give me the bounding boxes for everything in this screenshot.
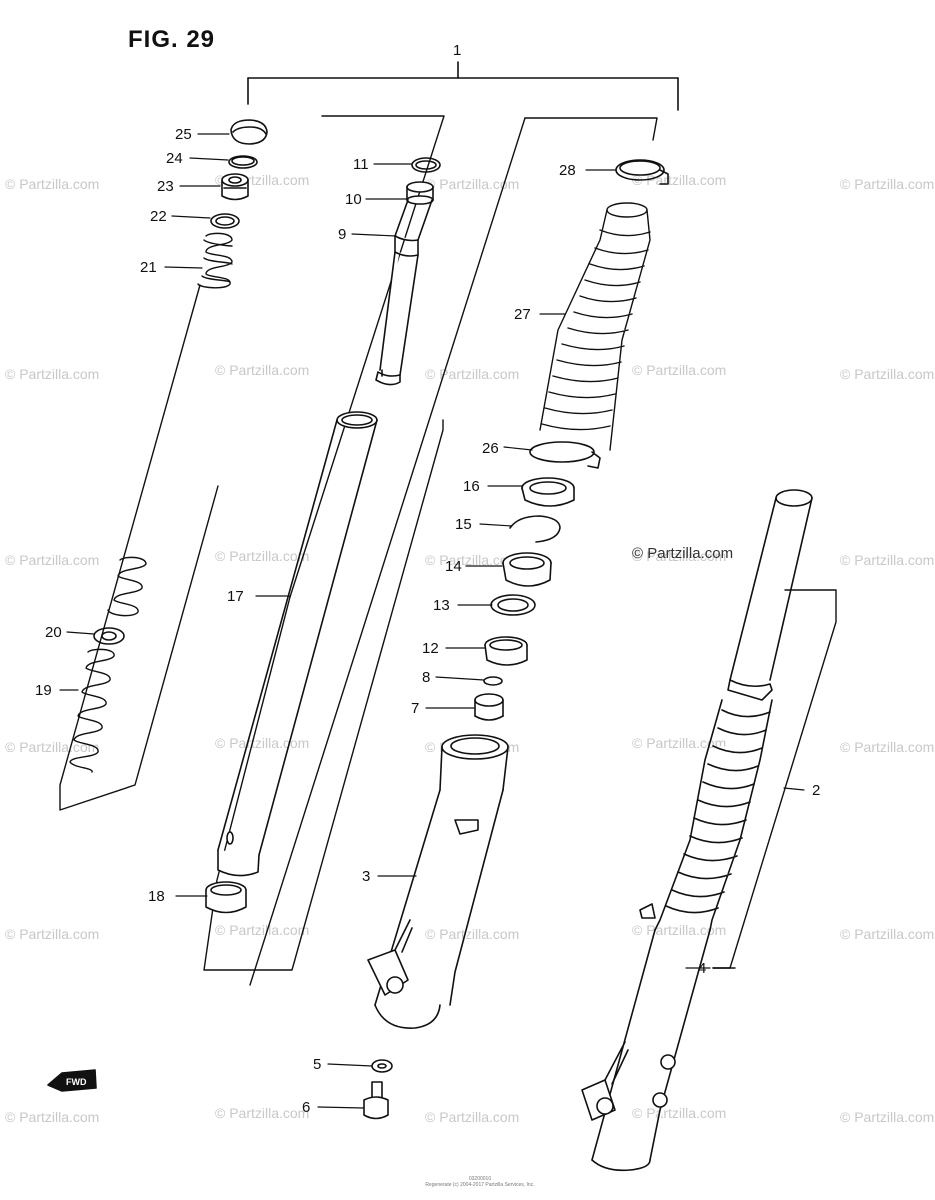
- callout-28: 28: [559, 162, 576, 179]
- footer-line-1: 03200010: [468, 1176, 492, 1182]
- callout-1: 1: [453, 42, 461, 59]
- part-bushing-18: [205, 881, 247, 914]
- watermark: © Partzilla.com: [5, 366, 100, 382]
- watermark: © Partzilla.com: [5, 176, 100, 192]
- callout-5: 5: [313, 1056, 321, 1073]
- callout-24: 24: [166, 150, 183, 167]
- callout-26: 26: [482, 440, 499, 457]
- watermark: © Partzilla.com: [840, 739, 935, 755]
- watermark: © Partzilla.com: [5, 552, 100, 568]
- callout-16: 16: [463, 478, 480, 495]
- part-oil-lock-7: [474, 693, 504, 721]
- watermark: © Partzilla.com: [632, 1105, 727, 1121]
- watermark: © Partzilla.com: [215, 735, 310, 751]
- part-spring-19: [69, 648, 115, 773]
- watermark: © Partzilla.com: [840, 926, 935, 942]
- watermark: © Partzilla.com: [632, 922, 727, 938]
- part-bolt-6: [363, 1081, 389, 1120]
- watermark: © Partzilla.com: [840, 1109, 935, 1125]
- callout-15: 15: [455, 516, 472, 533]
- callout-4: 4: [698, 960, 706, 977]
- watermark-featured: © Partzilla.com: [632, 545, 734, 562]
- callout-6: 6: [302, 1099, 310, 1116]
- part-washer-22: [210, 213, 240, 229]
- part-spring-upper-segment: [107, 556, 147, 617]
- part-fork-assembly-2: [581, 489, 813, 1172]
- watermark: © Partzilla.com: [840, 552, 935, 568]
- watermark: © Partzilla.com: [215, 1105, 310, 1121]
- part-washer-20: [93, 627, 125, 645]
- callout-11: 11: [353, 156, 369, 173]
- watermark: © Partzilla.com: [425, 1109, 520, 1125]
- callout-8: 8: [422, 669, 430, 686]
- callout-19: 19: [35, 682, 52, 699]
- figure-title: FIG. 29: [128, 26, 216, 53]
- part-washer-13: [490, 594, 536, 616]
- callout-2: 2: [812, 782, 820, 799]
- part-clamp-28: [615, 159, 669, 185]
- part-spacer-23: [221, 173, 249, 201]
- callout-labels: 1 2 3 4 5 6 7 8 9 10 11 12 13 14 15 16 1…: [35, 42, 820, 1116]
- leader-lines: [59, 133, 805, 1109]
- part-washer-5: [371, 1059, 393, 1073]
- callout-7: 7: [411, 700, 419, 717]
- watermark: © Partzilla.com: [5, 926, 100, 942]
- assembly-bracket-1: [247, 61, 679, 111]
- callout-18: 18: [148, 888, 165, 905]
- part-ring-11: [411, 157, 441, 173]
- callout-13: 13: [433, 597, 450, 614]
- callout-21: 21: [140, 259, 157, 276]
- watermark: © Partzilla.com: [215, 362, 310, 378]
- watermark: © Partzilla.com: [632, 548, 727, 564]
- callout-22: 22: [150, 208, 167, 225]
- watermark: © Partzilla.com: [425, 366, 520, 382]
- part-ring-24: [228, 155, 258, 169]
- watermark: © Partzilla.com: [425, 176, 520, 192]
- part-outer-tube-3: [367, 734, 509, 1029]
- callout-20: 20: [45, 624, 62, 641]
- footer-line-2: Regenerate (c) 2004-2017 Partzilla Servi…: [425, 1182, 535, 1188]
- part-spring-21: [197, 232, 233, 289]
- watermark: © Partzilla.com: [215, 922, 310, 938]
- part-seal-16: [521, 477, 575, 507]
- part-ring-8: [483, 676, 503, 686]
- fwd-direction-badge: FWD: [47, 1069, 97, 1092]
- watermark: © Partzilla.com: [5, 1109, 100, 1125]
- watermark: © Partzilla.com: [215, 548, 310, 564]
- callout-17: 17: [227, 588, 244, 605]
- callout-25: 25: [175, 126, 192, 143]
- part-cap-25: [230, 119, 268, 145]
- part-clamp-26: [529, 441, 601, 469]
- watermark: © Partzilla.com: [632, 172, 727, 188]
- watermark: © Partzilla.com: [632, 362, 727, 378]
- watermark: © Partzilla.com: [5, 739, 100, 755]
- callout-12: 12: [422, 640, 439, 657]
- group-frames: [59, 115, 837, 986]
- callout-23: 23: [157, 178, 174, 195]
- watermark: © Partzilla.com: [425, 552, 520, 568]
- callout-27: 27: [514, 306, 531, 323]
- callout-10: 10: [345, 191, 362, 208]
- part-fork-tube-17: [217, 411, 378, 877]
- watermark: © Partzilla.com: [840, 176, 935, 192]
- part-bushing-12: [484, 636, 528, 666]
- part-seal-14: [502, 552, 552, 587]
- part-damper-rod-9-10: [375, 181, 434, 386]
- watermark: © Partzilla.com: [425, 926, 520, 942]
- part-clip-15: [509, 515, 561, 543]
- watermark: © Partzilla.com: [632, 735, 727, 751]
- part-boot-27: [539, 202, 651, 451]
- watermark: © Partzilla.com: [840, 366, 935, 382]
- callout-14: 14: [445, 558, 462, 575]
- callout-3: 3: [362, 868, 370, 885]
- fwd-text: FWD: [66, 1077, 87, 1087]
- footer-caption: 03200010 Regenerate (c) 2004-2017 Partzi…: [400, 1176, 560, 1188]
- callout-9: 9: [338, 226, 346, 243]
